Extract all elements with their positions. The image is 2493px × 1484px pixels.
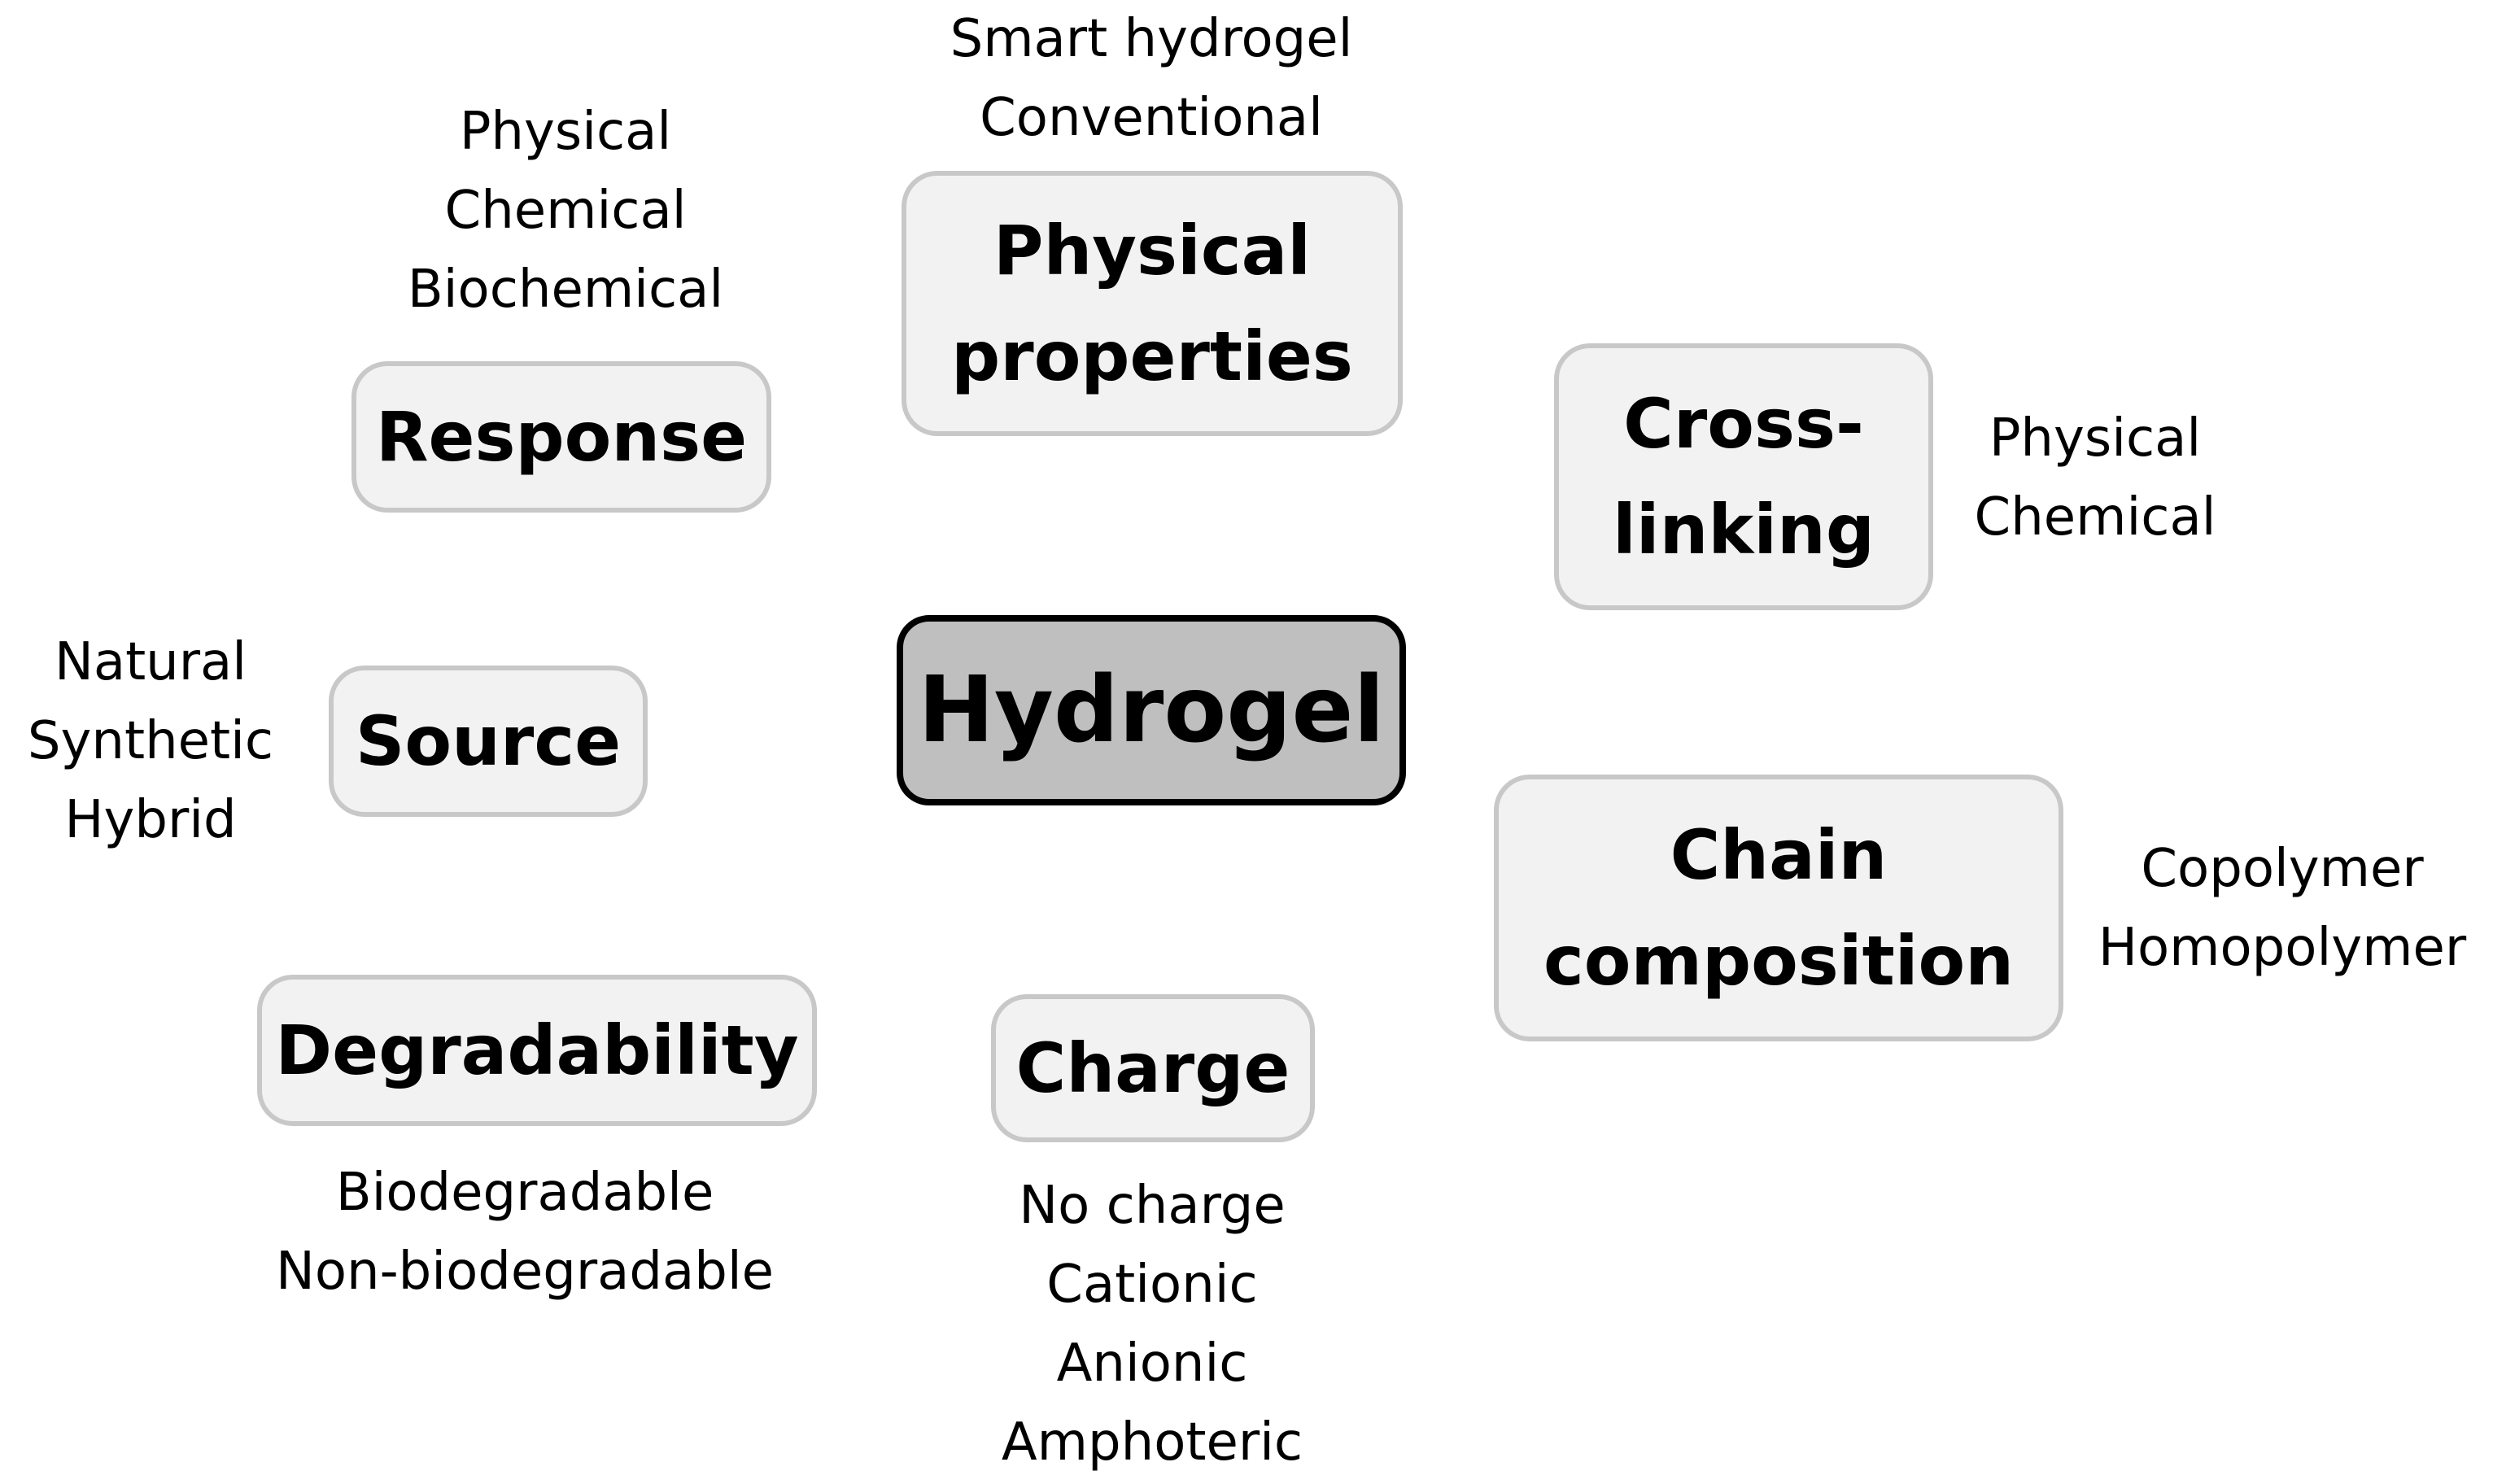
source-node: Source (329, 666, 648, 817)
charge-option: Amphoteric (1001, 1412, 1303, 1473)
physical-properties-option: Smart hydrogel (950, 9, 1353, 69)
crosslinking-option: Chemical (1974, 487, 2216, 548)
source-option: Synthetic (27, 711, 274, 771)
physical-properties-label-line: properties (951, 316, 1353, 396)
source-option: Natural (54, 632, 247, 692)
response-option: Physical (459, 102, 672, 162)
response-node: Response (351, 361, 771, 513)
degradability-node: Degradability (257, 975, 817, 1126)
charge-options: No charge Cationic Anionic Amphoteric (960, 1167, 1344, 1482)
charge-node: Charge (991, 994, 1315, 1142)
chain-composition-option: Homopolymer (2098, 918, 2467, 978)
hydrogel-center-node: Hydrogel (897, 615, 1406, 805)
response-options: Physical Chemical Biochemical (366, 93, 765, 330)
chain-composition-label-line: Chain (1670, 815, 1888, 895)
crosslinking-label-line: linking (1613, 490, 1875, 570)
response-option: Biochemical (407, 260, 724, 320)
source-option: Hybrid (64, 790, 237, 850)
chain-composition-options: Copolymer Homopolymer (2083, 830, 2482, 989)
physical-properties-node: Physical properties (902, 171, 1403, 436)
crosslinking-options: Physical Chemical (1961, 399, 2229, 559)
physical-properties-label-line: Physical (993, 211, 1312, 290)
charge-option: Anionic (1056, 1333, 1248, 1394)
hydrogel-label: Hydrogel (918, 657, 1385, 763)
degradability-label: Degradability (275, 1010, 799, 1090)
charge-label: Charge (1015, 1028, 1290, 1108)
physical-properties-options: Smart hydrogel Conventional (907, 0, 1395, 159)
crosslinking-label-line: Cross- (1623, 384, 1864, 464)
response-option: Chemical (444, 181, 687, 241)
degradability-options: Biodegradable Non-biodegradable (252, 1154, 797, 1313)
charge-option: Cationic (1046, 1255, 1258, 1315)
chain-composition-label-line: composition (1543, 921, 2015, 1001)
charge-option: No charge (1019, 1176, 1286, 1236)
response-label: Response (375, 397, 748, 477)
chain-composition-option: Copolymer (2141, 839, 2424, 899)
degradability-option: Non-biodegradable (275, 1242, 775, 1302)
physical-properties-option: Conventional (980, 88, 1323, 148)
source-options: Natural Synthetic Hybrid (16, 623, 285, 861)
source-label: Source (355, 701, 622, 781)
degradability-option: Biodegradable (335, 1163, 714, 1223)
crosslinking-option: Physical (1989, 408, 2202, 469)
crosslinking-node: Cross- linking (1554, 343, 1933, 610)
chain-composition-node: Chain composition (1494, 775, 2063, 1041)
